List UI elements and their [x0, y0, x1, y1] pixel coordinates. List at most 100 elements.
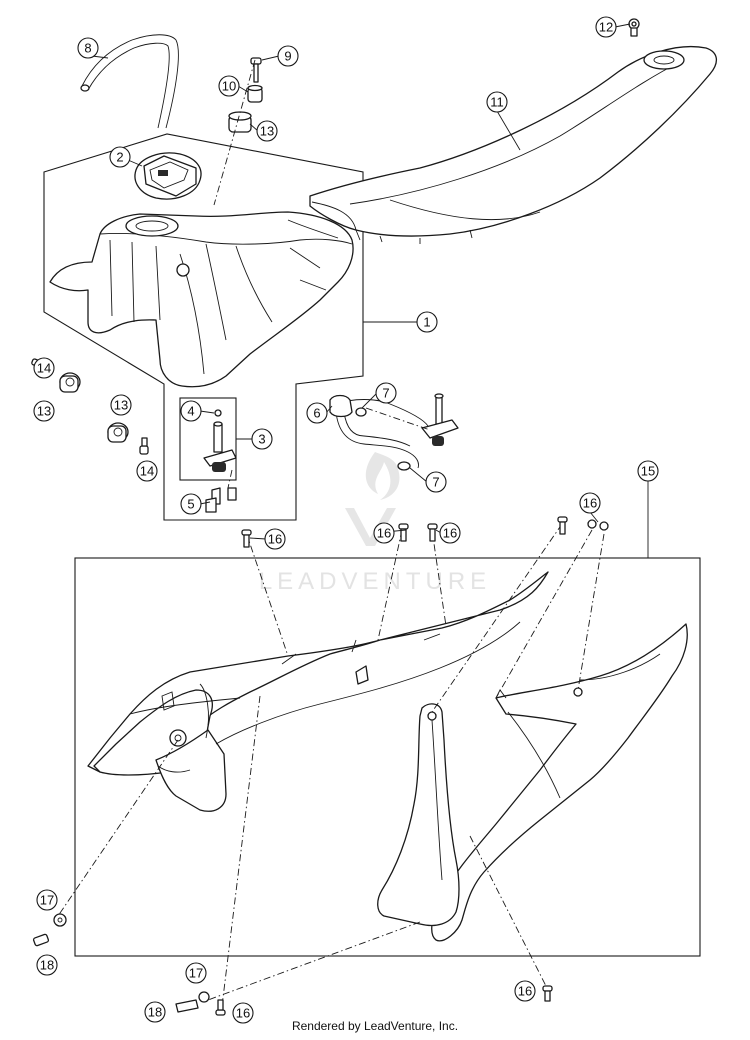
callout-number: 16: [377, 526, 391, 541]
leader-lines: [91, 23, 649, 558]
callout-circle: [425, 471, 447, 493]
callout-number: 18: [40, 958, 54, 973]
callout-number: 16: [268, 532, 282, 547]
callout-c17a: 17: [36, 889, 58, 911]
footer-credit: Rendered by LeadVenture, Inc.: [291, 1019, 459, 1033]
callout-c10: 10: [218, 75, 240, 97]
callout-c2: 2: [109, 146, 131, 168]
callout-c18b: 18: [144, 1001, 166, 1023]
rubber-buffers: [31, 358, 149, 455]
left-side-panel: [87, 571, 549, 812]
callout-circle: [218, 75, 240, 97]
callout-number: 6: [313, 406, 320, 421]
washers-and-bolts: [32, 913, 210, 1013]
callout-c14b: 14: [136, 460, 158, 482]
callout-c16d: 16: [579, 492, 601, 514]
callout-number: 14: [140, 464, 154, 479]
callout-number: 17: [189, 966, 203, 981]
callout-c4: 4: [180, 400, 202, 422]
callout-circle: [277, 45, 299, 67]
callout-c5: 5: [180, 493, 202, 515]
callout-circle: [109, 146, 131, 168]
callout-c16b: 16: [373, 522, 395, 544]
watermark-v-logo: [345, 508, 396, 546]
side-panel-group-frame: [74, 557, 701, 957]
callout-number: 5: [187, 497, 194, 512]
callout-c16e: 16: [232, 1002, 254, 1024]
callout-c18a: 18: [36, 954, 58, 976]
callout-c3: 3: [251, 428, 273, 450]
callout-number: 16: [583, 496, 597, 511]
callout-number: 8: [84, 41, 91, 56]
callout-number: 17: [40, 893, 54, 908]
callout-number: 10: [222, 79, 236, 94]
callout-c6: 6: [306, 402, 328, 424]
callout-c16c: 16: [439, 522, 461, 544]
watermark-flame-logo: [365, 452, 400, 500]
callout-c13c: 13: [110, 394, 132, 416]
callout-circle: [439, 522, 461, 544]
callout-number: 16: [236, 1006, 250, 1021]
watermark-text: LEADVENTURE: [259, 568, 491, 595]
callout-circle: [77, 37, 99, 59]
callout-number: 13: [260, 124, 274, 139]
callout-c7b: 7: [425, 471, 447, 493]
callout-circle: [306, 402, 328, 424]
callout-c13b: 13: [33, 400, 55, 422]
callout-number: 3: [258, 432, 265, 447]
fuel-filler-cap: [134, 152, 202, 200]
callout-c16a: 16: [264, 528, 286, 550]
callout-number: 9: [284, 49, 291, 64]
callout-circle: [110, 394, 132, 416]
callout-c12: 12: [595, 16, 617, 38]
callout-number: 13: [37, 404, 51, 419]
callout-circle: [33, 400, 55, 422]
callout-circle: [180, 493, 202, 515]
fastener-screws: [215, 516, 609, 1016]
callout-number: 16: [518, 984, 532, 999]
callout-circle: [579, 492, 601, 514]
callout-circle: [514, 980, 536, 1002]
vent-screw-assembly: [213, 57, 263, 206]
callout-c14a: 14: [33, 357, 55, 379]
seat-fastener: [628, 18, 640, 37]
callout-circle: [136, 460, 158, 482]
callout-number: 13: [114, 398, 128, 413]
callout-number: 14: [37, 361, 51, 376]
callout-circle: [36, 954, 58, 976]
callout-circle: [144, 1001, 166, 1023]
callout-c11: 11: [486, 91, 508, 113]
callout-circle: [375, 382, 397, 404]
seat: [309, 46, 717, 244]
callout-c16f: 16: [514, 980, 536, 1002]
callout-circle: [180, 400, 202, 422]
fuel-tank: [49, 211, 354, 388]
callout-number: 4: [187, 404, 194, 419]
callout-number: 18: [148, 1005, 162, 1020]
callout-circle: [637, 460, 659, 482]
callout-circle: [264, 528, 286, 550]
right-side-panel: [377, 623, 688, 942]
callout-circle: [595, 16, 617, 38]
callout-number: 11: [490, 95, 504, 110]
callout-number: 12: [599, 20, 613, 35]
fuel-line: [329, 394, 429, 471]
callout-circle: [373, 522, 395, 544]
callout-circle: [232, 1002, 254, 1024]
mounting-lines: [57, 523, 605, 1007]
callout-c9: 9: [277, 45, 299, 67]
fuel-tap: [365, 393, 459, 446]
callout-circle: [416, 311, 438, 333]
callout-number: 7: [382, 386, 389, 401]
callout-number: 1: [423, 315, 430, 330]
callout-c15: 15: [637, 460, 659, 482]
callout-circle: [185, 962, 207, 984]
callout-c17b: 17: [185, 962, 207, 984]
callout-c13a: 13: [256, 120, 278, 142]
callout-circle: [33, 357, 55, 379]
callout-c1: 1: [416, 311, 438, 333]
callout-number: 16: [443, 526, 457, 541]
callout-number: 7: [432, 475, 439, 490]
callout-number: 2: [116, 150, 123, 165]
